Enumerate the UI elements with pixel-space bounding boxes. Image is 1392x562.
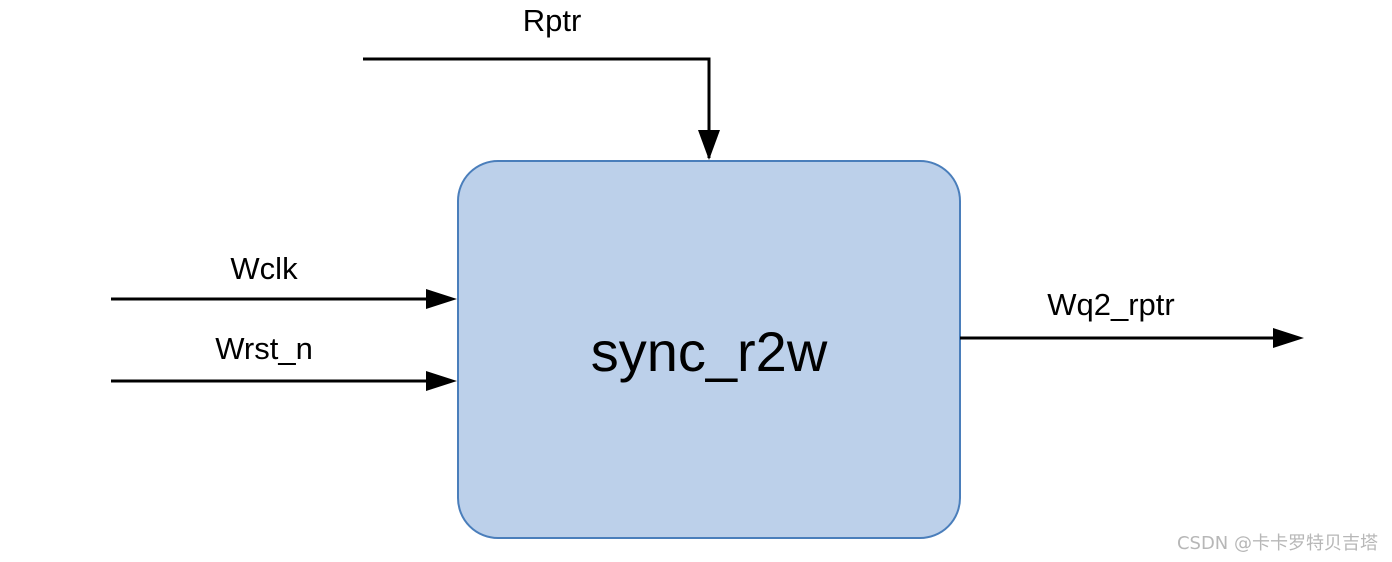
wq2-rptr-label: Wq2_rptr <box>1047 287 1174 322</box>
wq2-rptr-arrowhead <box>1273 328 1304 348</box>
rptr-arrowhead <box>698 130 720 160</box>
wclk-label: Wclk <box>230 251 298 286</box>
block-label: sync_r2w <box>591 320 828 383</box>
wrst-n-label: Wrst_n <box>215 331 313 366</box>
wrst-n-arrowhead <box>426 371 457 391</box>
rptr-wire <box>363 57 711 158</box>
rptr-label: Rptr <box>523 3 582 38</box>
wclk-arrowhead <box>426 289 457 309</box>
watermark: CSDN @卡卡罗特贝吉塔 <box>1176 533 1378 554</box>
sync-r2w-block <box>457 160 961 539</box>
